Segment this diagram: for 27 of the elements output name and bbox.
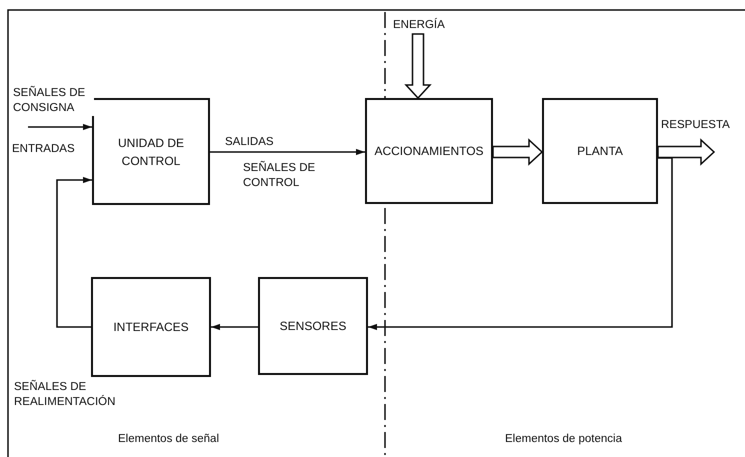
section-caption: Elementos de señal [118, 432, 220, 447]
signal-arrow [210, 148, 365, 156]
signal-arrow [368, 157, 673, 330]
block-label: SENSORES [280, 318, 346, 335]
block-box [542, 98, 658, 204]
block-label: PLANTA [577, 143, 623, 160]
signal-label: SEÑALES DE CONTROL [243, 161, 316, 191]
power-arrow [492, 138, 544, 166]
block-label: INTERFACES [113, 319, 189, 336]
block-box [92, 98, 210, 205]
section-caption: Elementos de potencia [505, 432, 623, 447]
power-arrow [657, 138, 716, 166]
block-label: ACCIONAMIENTOS [374, 143, 484, 160]
power-arrow [404, 33, 432, 100]
block-box [365, 98, 493, 204]
edge-label: SEÑALES DE CONSIGNA [12, 86, 94, 116]
signal-label: ENTRADAS [12, 142, 76, 157]
signal-arrow [211, 324, 258, 330]
edge-label: ENERGÍA [392, 19, 446, 31]
signal-arrow [28, 124, 92, 130]
block-box [91, 277, 211, 377]
block-label: UNIDAD DE CONTROL [116, 134, 185, 170]
signal-arrow [56, 176, 92, 328]
edge-label: SALIDAS [224, 136, 275, 148]
signal-label: SEÑALES DE REALIMENTACIÓN [14, 380, 116, 410]
edge-label: RESPUESTA [660, 119, 731, 131]
block-box [258, 277, 368, 375]
